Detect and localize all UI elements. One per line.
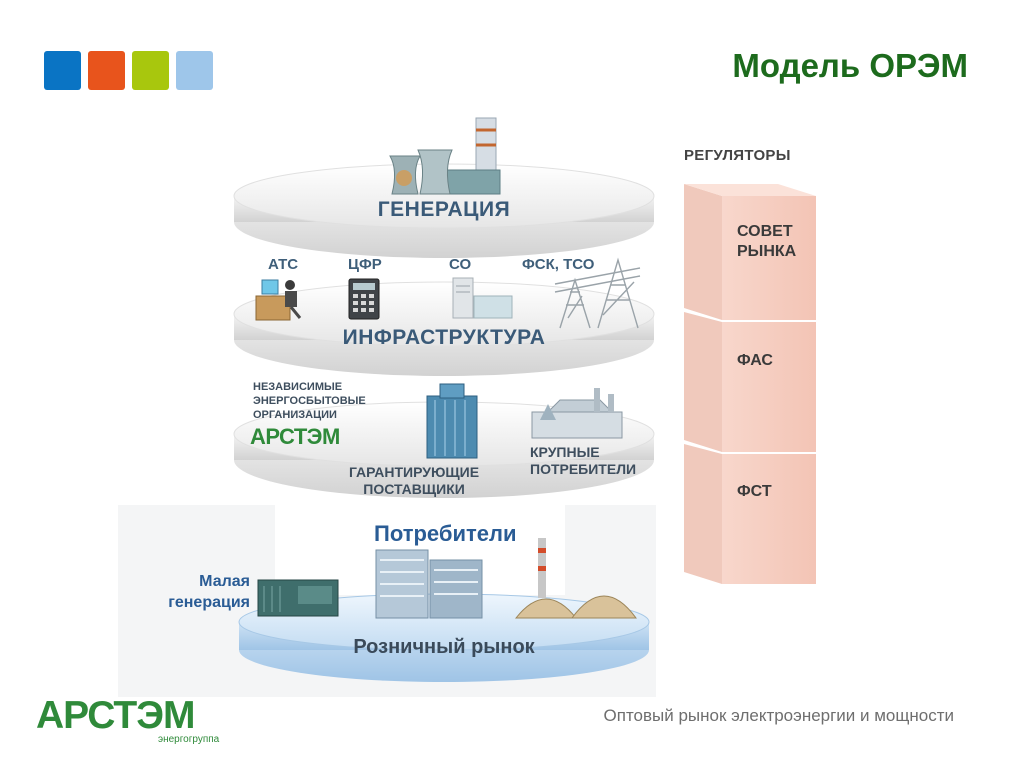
infrastructure-label: ИНФРАСТРУКТУРА: [342, 326, 546, 349]
generation-label: ГЕНЕРАЦИЯ: [377, 198, 511, 221]
small-generation-label: Малая генерация: [152, 571, 250, 613]
hangar-icon: [514, 595, 637, 619]
accent-square-green: [132, 51, 169, 90]
cfr-label: ЦФР: [348, 256, 382, 273]
regulators-title: РЕГУЛЯТОРЫ: [684, 147, 791, 164]
calculator-icon: [348, 278, 380, 320]
transmission-tower-icon: [554, 257, 641, 329]
retail-disk: [238, 593, 650, 682]
retail-market-label: Розничный рынок: [353, 636, 535, 658]
regulator-fas: ФАС: [737, 352, 773, 369]
guarantee-line-2: ПОСТАВЩИКИ: [363, 481, 465, 497]
consumers-label: Потребители: [374, 521, 517, 546]
regulators-pillar: [684, 184, 816, 584]
independent-line-3: ОРГАНИЗАЦИИ: [253, 409, 337, 421]
regulator-market-council: СОВЕТ РЫНКА: [737, 222, 796, 262]
guarantee-suppliers-label: ГАРАНТИРУЮЩИЕ ПОСТАВЩИКИ: [349, 464, 479, 498]
small-gen-line-1: Малая: [199, 573, 250, 590]
accent-square-light-blue: [176, 51, 213, 90]
residential-buildings-icon: [375, 549, 483, 619]
so-label: СО: [449, 256, 472, 273]
office-building-icon: [426, 383, 478, 459]
industrial-chimney-icon: [538, 538, 546, 598]
large-consumers-label: КРУПНЫЕ ПОТРЕБИТЕЛИ: [530, 444, 636, 478]
generation-disk: [233, 163, 655, 258]
arstem-brand-label: АРСТЭМ: [250, 424, 340, 449]
footer-caption: Оптовый рынок электроэнергии и мощности: [603, 706, 954, 725]
ats-label: АТС: [268, 256, 299, 273]
large-line-1: КРУПНЫЕ: [530, 444, 600, 460]
server-icon: [452, 277, 513, 319]
arstem-logo-subtitle: энергогруппа: [158, 734, 220, 745]
independent-sales-label: НЕЗАВИСИМЫЕ ЭНЕРГОСБЫТОВЫЕ ОРГАНИЗАЦИИ: [253, 380, 366, 422]
accent-square-blue: [44, 51, 81, 90]
guarantee-line-1: ГАРАНТИРУЮЩИЕ: [349, 464, 480, 480]
page-title: Модель ОРЭМ: [732, 47, 968, 84]
independent-line-2: ЭНЕРГОСБЫТОВЫЕ: [253, 395, 366, 407]
market-council-line-2: РЫНКА: [737, 243, 797, 260]
regulator-fst: ФСТ: [737, 483, 772, 500]
fsk-tso-label: ФСК, ТСО: [522, 256, 595, 273]
factory-icon: [531, 388, 623, 439]
power-plant-icon: [389, 117, 501, 195]
independent-line-1: НЕЗАВИСИМЫЕ: [253, 381, 343, 393]
ats-workstation-icon: [255, 279, 302, 321]
large-line-2: ПОТРЕБИТЕЛИ: [530, 461, 637, 477]
arstem-logo: АРСТЭМ: [36, 694, 195, 737]
small-generator-icon: [257, 579, 339, 617]
accent-square-orange: [88, 51, 125, 90]
infrastructure-disk: [233, 281, 655, 376]
small-gen-line-2: генерация: [168, 594, 250, 611]
market-council-line-1: СОВЕТ: [737, 223, 793, 240]
